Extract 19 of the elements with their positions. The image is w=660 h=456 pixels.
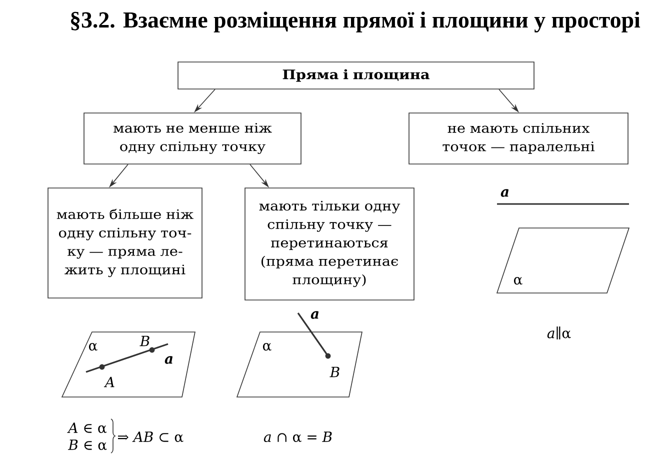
formula: a ∩ α = B bbox=[264, 432, 332, 442]
formula: ⇒ AB ⊂ α bbox=[118, 432, 184, 442]
formula: B ∈ α bbox=[68, 440, 107, 450]
text-box: мають не менше ніж одну спільну точку bbox=[84, 112, 302, 164]
point-label: A bbox=[104, 376, 114, 388]
point-label: B bbox=[140, 336, 150, 346]
heading-box: Пряма і площина bbox=[178, 62, 534, 90]
plane-label: α bbox=[88, 343, 98, 351]
plane-label: α bbox=[514, 277, 522, 285]
text-box: не мають спільних точок — паралельні bbox=[408, 112, 628, 164]
text-box: мають більше ніж одну спільну точ- ку — пряма ле- жить у площині bbox=[48, 188, 202, 298]
formula: A ∈ α bbox=[67, 422, 106, 434]
point-label: B bbox=[330, 366, 340, 378]
plane-label: α bbox=[262, 343, 272, 351]
line-label: a bbox=[164, 356, 173, 364]
line-label: a bbox=[500, 189, 509, 197]
formula: a∥α bbox=[547, 326, 571, 340]
title: §3.2. Взаємне розміщення прямої і площини у просторі bbox=[71, 12, 640, 32]
text-box: мають тільки одну спільну точку — перетинаються (пряма перетинає площину) bbox=[244, 188, 414, 300]
